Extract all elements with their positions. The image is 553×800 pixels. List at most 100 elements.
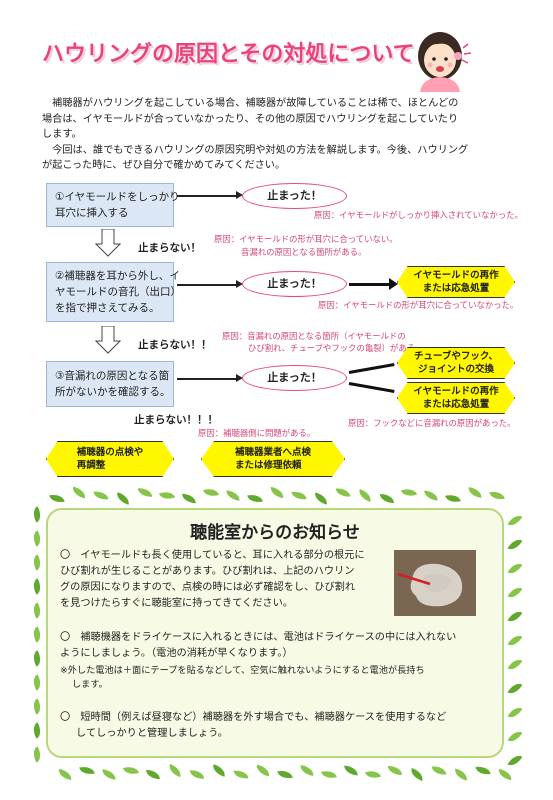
stopped-oval-3: 止まった！ (242, 365, 347, 391)
leaf-icon (507, 704, 523, 721)
leaf-icon (93, 490, 109, 501)
step2-line: ②補聴器を耳から外し、イ (55, 270, 180, 282)
notice-note: ※外した電池は＋面にテープを貼るなどして、空気に触れないようにすると電池が長持ち… (60, 664, 500, 692)
action-line: 再調整 (76, 460, 106, 471)
leaf-icon (321, 768, 337, 781)
intro-text: 補聴器がハウリングを起こしている場合、補聴器が故障していることは稀で、ほとんどの… (42, 96, 512, 174)
action-remake2-hex: イヤモールドの再作または応急処置 (397, 382, 515, 414)
leaf-icon (166, 763, 184, 778)
notice-line: 〇 補聴機器をドライケースに入れるときには、電池はドライケースの中には入れない (60, 632, 457, 643)
leaf-icon (123, 764, 139, 777)
leaf-icon (453, 768, 469, 781)
notice-line: ようにしましょう。（電池の消耗が早くなります。） (60, 648, 293, 659)
arrow-head (236, 374, 243, 382)
leaf-icon (475, 765, 491, 776)
arrow-right (177, 284, 239, 286)
leaf-icon (29, 722, 45, 739)
step3-line: 所がないかを確認する。 (55, 386, 171, 398)
step1-line: 耳穴に挿入する (55, 207, 129, 219)
leaf-icon (299, 765, 315, 776)
leaf-icon (507, 728, 523, 745)
leaf-icon (211, 764, 227, 777)
step2-line: ヤモールドの音孔（出口） (55, 286, 181, 298)
leaf-icon (507, 536, 523, 553)
action-line: または応急処置 (422, 399, 490, 410)
leaf-icon (507, 680, 523, 697)
leaf-icon (335, 487, 351, 498)
leaf-icon (507, 656, 523, 673)
not-stopped-label-3: 止まらない！！！ (134, 414, 218, 426)
cause-ns1-line1: 原因：イヤモールドの形が耳穴に合っていない。 (214, 234, 398, 244)
leaf-icon (380, 494, 394, 503)
notice-paragraph-1: 〇 イヤモールドも長く使用していると、耳に入れる部分の根元に ひび割れが生じるこ… (60, 548, 390, 612)
leaf-icon (269, 486, 285, 499)
action-replace-hex: チューブやフック、ジョイントの交換 (397, 347, 515, 379)
leaf-icon (29, 674, 45, 691)
leaf-icon (29, 650, 45, 667)
arrow-head (389, 278, 398, 290)
arrow-right-thick (348, 363, 395, 374)
leaf-icon (247, 492, 263, 505)
leaf-icon (507, 512, 523, 529)
leaf-icon (233, 769, 249, 780)
leaf-icon (467, 487, 483, 498)
arrow-right-thick (349, 283, 391, 286)
leaf-icon (29, 578, 45, 595)
down-arrow (94, 325, 122, 354)
not-stopped-label-2: 止まらない！！ (138, 339, 212, 351)
notice-line: ひび割れが生じることがあります。ひび割れは、上記のハウリン (60, 566, 355, 577)
leaf-icon (115, 492, 131, 505)
notice-box: 聴能室からのお知らせ 〇 イヤモールドも長く使用していると、耳に入れる部分の根元… (46, 508, 504, 758)
down-arrow (94, 228, 122, 257)
intro-line: します。 (42, 129, 82, 140)
cause-ns2-line2: ひび割れ、チューブやフックの亀裂）がある。 (248, 343, 424, 353)
cause-ns1-line2: 音漏れの原因となる箇所がある。 (241, 247, 367, 257)
intro-line: 場合は、イヤモールドが合っていなかったり、その他の原因でハウリングを起こしていた… (42, 113, 459, 125)
leaf-icon (423, 490, 439, 501)
step1-line: ①イヤモールドをしっかり (55, 191, 180, 203)
notice-line: します。 (72, 679, 108, 690)
notice-line: ※外した電池は＋面にテープを貼るなどして、空気に触れないようにすると電池が長持ち (60, 665, 425, 676)
notice-title: 聴能室からのお知らせ (190, 523, 360, 543)
leaf-icon (507, 560, 523, 577)
arrow-right-thick (348, 382, 395, 393)
leaf-icon (445, 492, 461, 505)
intro-line: 今回は、誰でもできるハウリングの原因究明や対処の方法を解説します。今後、ハウリン… (42, 144, 469, 156)
leaf-icon (145, 769, 161, 780)
leaf-icon (400, 486, 418, 499)
leaf-icon (189, 769, 205, 780)
leaf-icon (181, 493, 197, 504)
stopped-oval-2: 止まった！ (242, 271, 347, 297)
leaf-icon (137, 487, 153, 498)
leaf-icon (29, 698, 45, 715)
action-check-hex: 補聴器の点検や再調整 (46, 441, 174, 477)
action-line: イヤモールドの再作 (413, 386, 499, 397)
step2-line: を指で押さえてみる。 (55, 302, 160, 314)
leaf-icon (497, 768, 513, 781)
leaf-icon (313, 492, 329, 505)
action-line: 補聴器業者へ点検 (234, 447, 311, 458)
leaf-icon (507, 632, 523, 649)
leaf-icon (29, 506, 45, 523)
earmold-photo (394, 550, 476, 616)
action-line: ジョイントの交換 (417, 364, 494, 375)
leaf-icon (408, 768, 426, 781)
step1-box: ①イヤモールドをしっかり 耳穴に挿入する (46, 183, 180, 227)
leaf-icon (57, 768, 73, 781)
cause-ns2-line1: 原因：音漏れの原因となる箇所（イヤモールドの (222, 331, 406, 341)
leaf-icon (203, 486, 219, 499)
leaf-icon (29, 626, 45, 643)
page-title: ハウリングの原因とその対処について (42, 42, 415, 67)
step3-line: ③音漏れの原因となる箇 (55, 370, 170, 382)
leaf-icon (79, 764, 95, 777)
arrow-head (236, 191, 243, 199)
leaf-icon (489, 489, 505, 502)
leaf-icon (364, 768, 382, 781)
action-line: または修理依頼 (234, 460, 302, 471)
action-line: イヤモールドの再作 (413, 270, 499, 281)
arrow-head (236, 280, 243, 288)
girl-illustration (408, 26, 472, 92)
leaf-icon (29, 554, 45, 571)
leaf-icon (291, 490, 307, 501)
leaf-icon (225, 490, 241, 501)
